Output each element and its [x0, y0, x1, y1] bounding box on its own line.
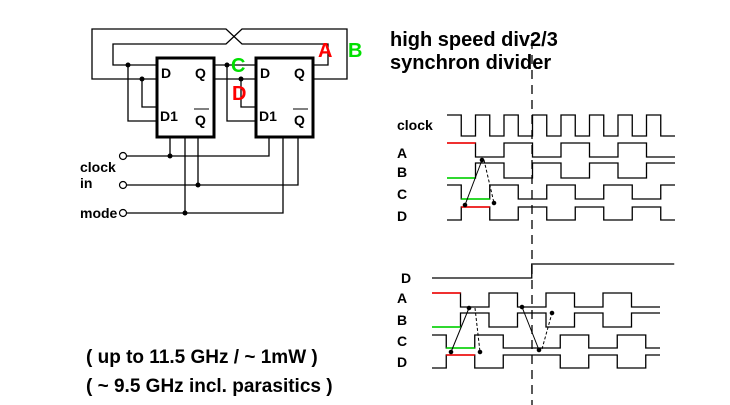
- wave-bottom-d: [432, 354, 660, 369]
- label-d: D: [397, 354, 407, 370]
- ff1-d1-label: D1: [160, 108, 178, 124]
- in-label: in: [80, 175, 92, 191]
- wire-b-loop: [112, 28, 348, 80]
- wire-ff2-d1b: [240, 79, 255, 108]
- note-line2: ( ~ 9.5 GHz incl. parasitics ): [86, 376, 333, 397]
- node-b-label: B: [348, 40, 362, 62]
- flip-flop-2: D Q D1 Q: [254, 56, 315, 139]
- label-b: B: [397, 164, 407, 180]
- wire-ff1-d1b: [127, 65, 156, 122]
- timing-top-labels: clock A B C D: [397, 117, 433, 224]
- label-clock: clock: [397, 117, 433, 133]
- wire-clock: [127, 137, 270, 157]
- wave-top-c: [447, 184, 675, 200]
- clock-in-terminal[interactable]: [118, 180, 128, 190]
- label-d-mode: D: [401, 270, 411, 286]
- timing-bottom-labels: D A B C D: [397, 270, 411, 370]
- title-line2: synchron divider: [390, 52, 551, 74]
- junction-dots: [125, 62, 244, 216]
- node-a-label: A: [318, 40, 332, 62]
- node-c-label: C: [231, 55, 245, 77]
- input-terminals: [118, 151, 128, 218]
- wave-top-clock: [447, 114, 675, 137]
- wave-bottom-b: [432, 312, 660, 328]
- wave-top-a: [447, 142, 675, 158]
- mode-label: mode: [80, 205, 118, 221]
- note-line1: ( up to 11.5 GHz / ~ 1mW ): [86, 347, 318, 368]
- flip-flop-1: D Q D1 Q: [155, 56, 216, 139]
- label-a: A: [397, 290, 407, 306]
- wire-ff1-d1a: [141, 79, 156, 108]
- mode-terminal[interactable]: [118, 208, 128, 218]
- wire-ff2-d1a: [226, 65, 255, 122]
- ff2-d-label: D: [260, 65, 270, 81]
- ff1-q-label: Q: [195, 65, 206, 81]
- wave-bottom-dmode: [432, 263, 675, 279]
- label-c: C: [397, 333, 407, 349]
- wave-bottom-a: [432, 292, 660, 308]
- label-d: D: [397, 208, 407, 224]
- wave-top-b: [447, 162, 675, 179]
- clock-terminal[interactable]: [118, 151, 128, 161]
- wave-top-d: [447, 206, 675, 221]
- wire-clock-in: [127, 137, 299, 186]
- clock-label: clock: [80, 159, 116, 175]
- wire-mode: [127, 137, 284, 214]
- node-d-label: D: [232, 83, 246, 105]
- ff1-d-label: D: [161, 65, 171, 81]
- ff1-qbar-label: Q: [195, 112, 206, 128]
- label-c: C: [397, 186, 407, 202]
- ff2-q-label: Q: [294, 65, 305, 81]
- circuit-wires: [91, 28, 348, 214]
- causality-arrows: [448, 157, 555, 355]
- title-line1: high speed div2/3: [390, 29, 558, 51]
- label-b: B: [397, 312, 407, 328]
- ff2-d1-label: D1: [259, 108, 277, 124]
- waveforms: [432, 114, 675, 369]
- wave-bottom-c: [432, 334, 660, 349]
- label-a: A: [397, 145, 407, 161]
- ff2-qbar-label: Q: [294, 112, 305, 128]
